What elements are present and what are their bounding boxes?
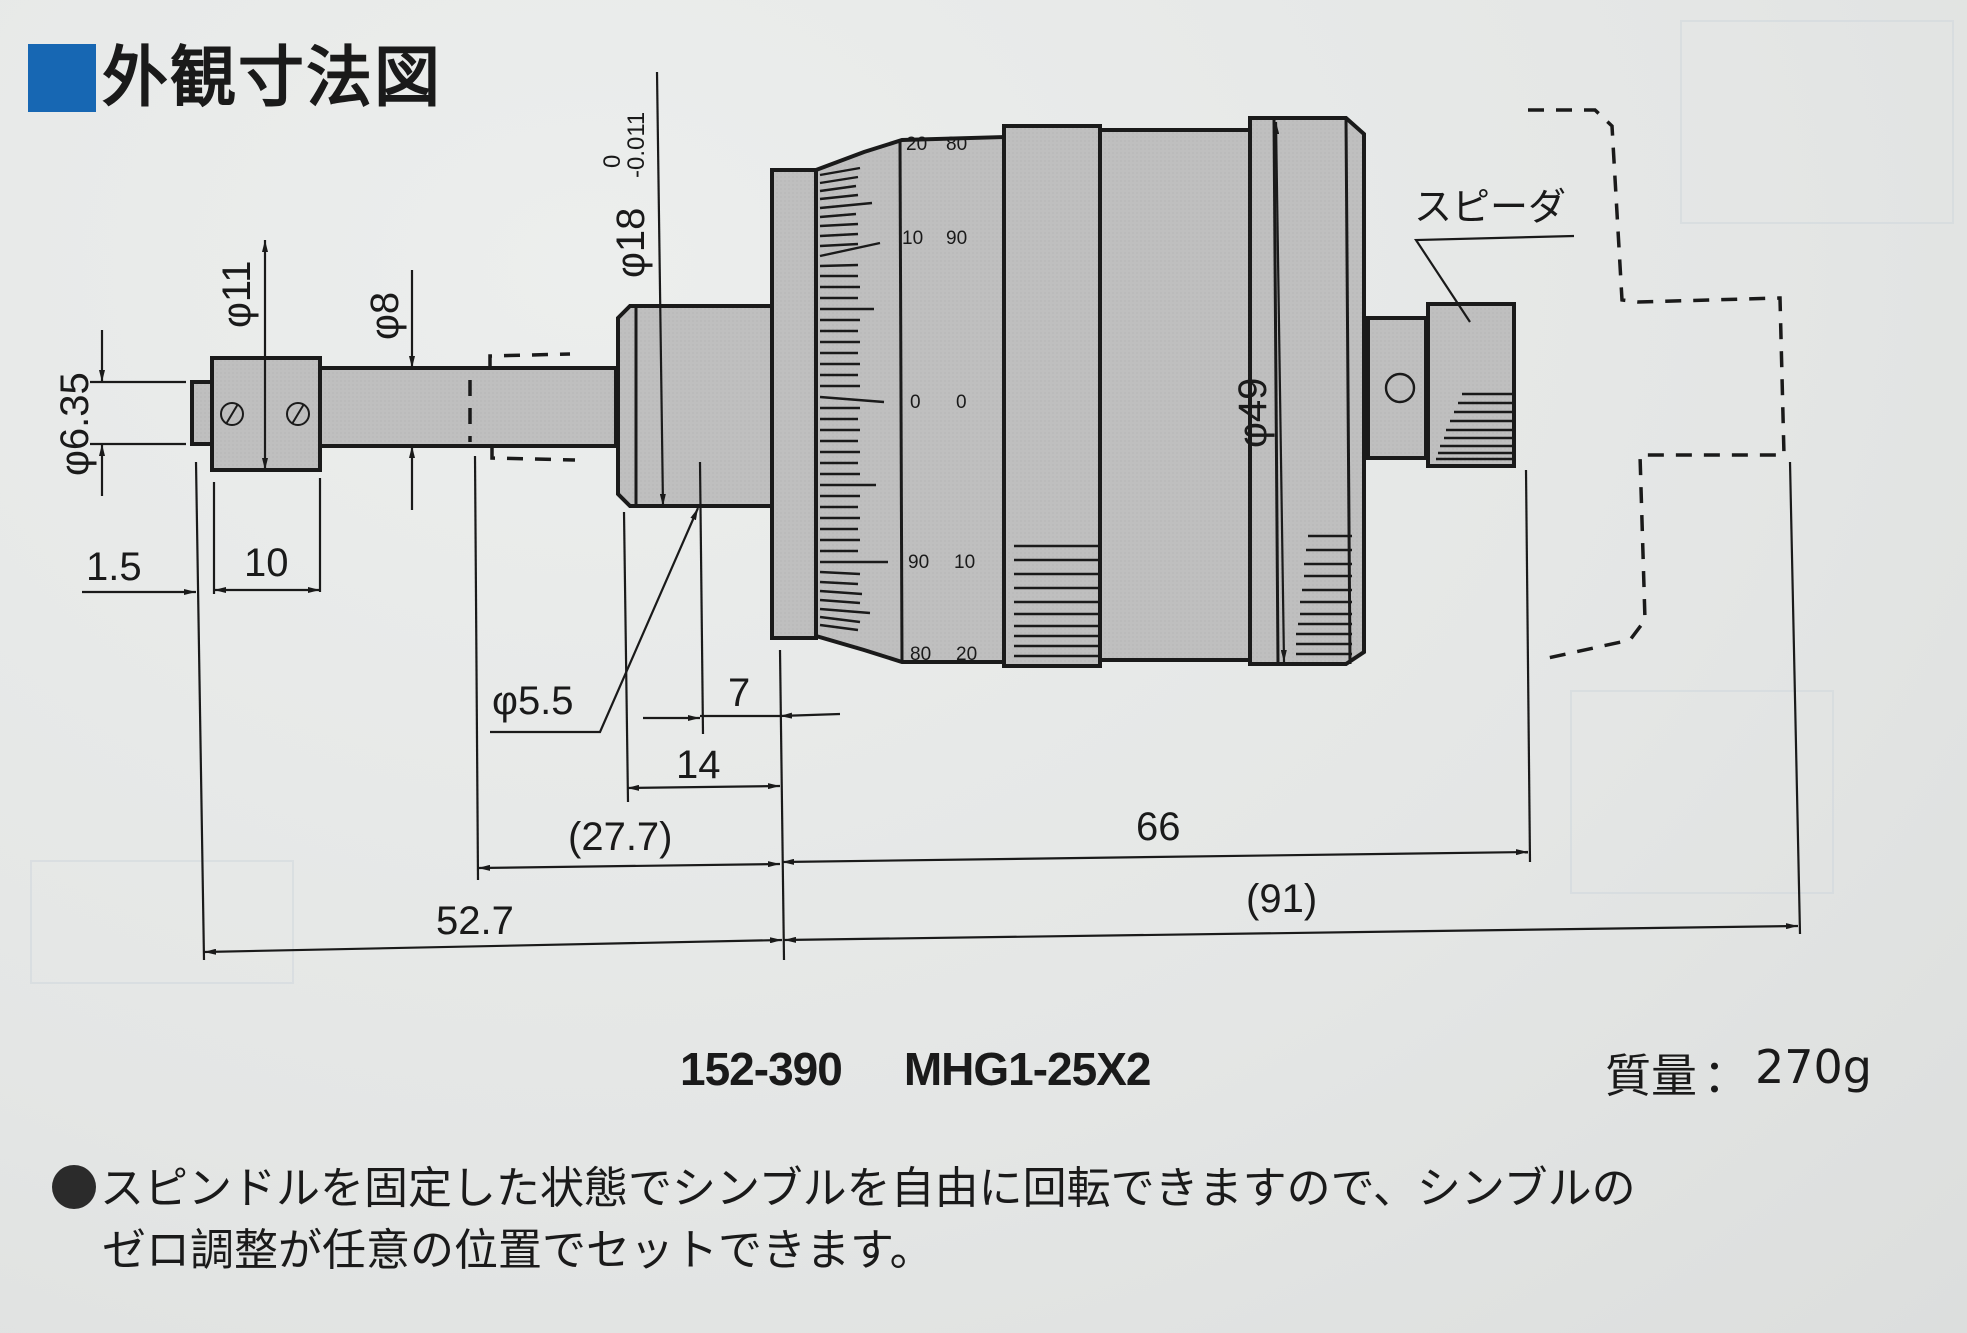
- mass-label: 質量: [1605, 1049, 1697, 1103]
- svg-text:0: 0: [956, 392, 967, 413]
- svg-text:80: 80: [910, 644, 931, 665]
- dim-1-5: 1.5: [86, 545, 142, 589]
- dim-phi-6-35: φ6.35: [53, 372, 97, 476]
- heading-text: 外観寸法図: [102, 39, 442, 116]
- thimble-body: [1098, 128, 1252, 662]
- speeder-shaft: [1366, 316, 1428, 460]
- note-line-1: スピンドルを固定した状態でシンブルを自由に回転できますので、シンブルの: [100, 1163, 1636, 1214]
- knurled-ring: [1002, 124, 1102, 668]
- svg-text:10: 10: [954, 552, 975, 573]
- dim-10: 10: [244, 541, 289, 585]
- dim-phi-5-5: φ5.5: [492, 679, 574, 723]
- bleed-through-box: [1570, 690, 1834, 894]
- thimble-graduations: [819, 166, 888, 632]
- dim-phi-11: φ11: [215, 261, 259, 328]
- dim-91: (91): [1246, 877, 1317, 921]
- note-line-2: ゼロ調整が任意の位置でセットできます。: [102, 1225, 934, 1276]
- dim-phi-18-tol-lower: -0.011: [623, 112, 650, 178]
- spindle-shaft: [318, 366, 618, 448]
- speeder-knob: [1426, 302, 1516, 468]
- svg-text:0: 0: [910, 392, 921, 413]
- sleeve: [616, 304, 774, 508]
- set-screw-icons: [220, 402, 310, 426]
- mass-separator: ：: [1703, 1049, 1749, 1103]
- product-model: MHG1-25X2: [903, 1043, 1152, 1095]
- dim-52-7: 52.7: [436, 899, 514, 943]
- dim-27-7: (27.7): [568, 815, 673, 859]
- product-identification: 152-390 MHG1-25X2: [680, 1042, 1152, 1096]
- barrel-knurling: [1296, 534, 1352, 656]
- svg-text:90: 90: [908, 552, 929, 573]
- dim-7: 7: [728, 671, 750, 715]
- dim-phi-49: φ49: [1231, 378, 1275, 448]
- speeder-pin-icon: [1384, 372, 1416, 404]
- dim-phi-18-tol-upper: 0: [599, 155, 626, 168]
- thimble-scale-numbers: 20 80 10 90 0 0 90 10 80 20: [902, 134, 977, 665]
- section-heading: 外観寸法図: [28, 44, 442, 112]
- flange: [770, 168, 818, 640]
- product-code: 152-390: [680, 1043, 843, 1095]
- feature-note: スピンドルを固定した状態でシンブルを自由に回転できますので、シンブルの ゼロ調整…: [52, 1158, 1932, 1282]
- product-mass: 質量 ： 270g: [1605, 1040, 1872, 1106]
- bleed-through-box: [30, 860, 294, 984]
- speeder-label: スピーダ: [1414, 185, 1566, 229]
- bleed-through-box: [1680, 20, 1954, 224]
- spindle-tip: [190, 380, 214, 446]
- svg-text:80: 80: [946, 134, 967, 155]
- heading-marker-icon: [28, 44, 96, 112]
- speeder-knurling: [1436, 392, 1514, 461]
- svg-text:90: 90: [946, 228, 967, 249]
- hidden-lines: [468, 108, 1786, 660]
- svg-text:10: 10: [902, 228, 923, 249]
- svg-text:20: 20: [956, 644, 977, 665]
- dim-phi-8: φ8: [363, 292, 407, 340]
- ring-knurling: [1014, 544, 1102, 658]
- dim-66: 66: [1136, 805, 1181, 849]
- dim-14: 14: [676, 743, 721, 787]
- svg-text:20: 20: [906, 134, 927, 155]
- dim-phi-18: φ18: [609, 208, 653, 278]
- mass-value: 270g: [1755, 1040, 1872, 1094]
- bullet-icon: [52, 1165, 96, 1209]
